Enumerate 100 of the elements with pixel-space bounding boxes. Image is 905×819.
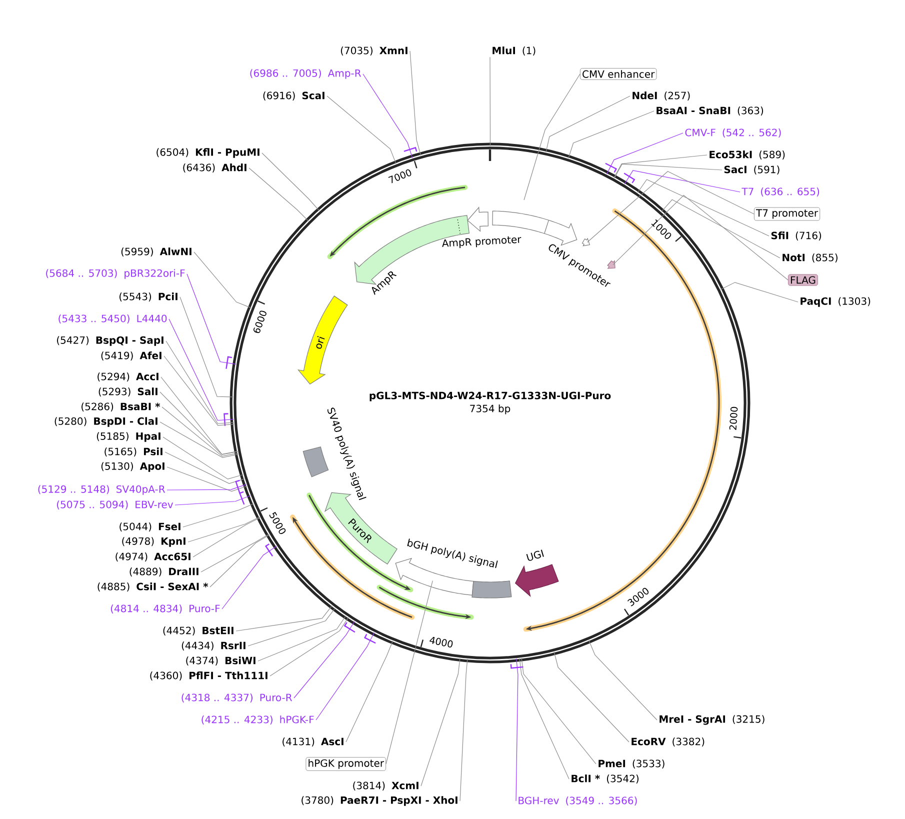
primer-label: (4318 .. 4337) Puro-R xyxy=(182,694,292,702)
site-label: (6436) AhdI xyxy=(183,164,246,172)
site-label: (6916) ScaI xyxy=(263,92,324,100)
leader-line xyxy=(521,658,596,764)
primer-label: (5684 .. 5703) pBR322ori-F xyxy=(46,269,185,279)
terminator-feature: bGH poly(A) signal xyxy=(407,538,512,598)
leader-line xyxy=(546,96,630,152)
primer-label: BGH-rev (3549 .. 3566) xyxy=(518,796,637,806)
leader-line xyxy=(186,274,236,364)
site-label: (4374) BsiWI xyxy=(186,656,256,666)
primer-label: (5433 .. 5450) L4440 xyxy=(58,314,167,324)
leader-line xyxy=(661,199,780,258)
tick-label: 7000 xyxy=(388,169,412,184)
site-label: (5427) BspQI - SapI xyxy=(57,336,164,346)
leader-line xyxy=(346,640,394,742)
leader-line xyxy=(460,658,468,802)
leader-line xyxy=(164,356,234,426)
feature-label: FLAG xyxy=(788,274,818,286)
site-label: (5165) PsiI xyxy=(104,448,162,456)
leader-line xyxy=(160,376,238,455)
primer-label: (4215 .. 4233) hPGK-F xyxy=(202,716,314,724)
primer-label: T7 (636 .. 655) xyxy=(742,188,820,196)
site-label: (5294) AccI xyxy=(98,372,158,382)
site-label: PaqCI (1303) xyxy=(800,297,870,307)
leader-line xyxy=(248,608,336,646)
origin-feature: ori xyxy=(298,296,348,384)
leader-line xyxy=(166,484,247,490)
promoter-feature: AmpR promoter xyxy=(442,206,522,248)
tick-label: 2000 xyxy=(729,406,738,430)
leader-line xyxy=(258,615,346,662)
leader-line xyxy=(614,164,722,178)
site-label: (5293) SalI xyxy=(98,388,158,396)
leader-line xyxy=(588,640,658,720)
site-label: (5959) AlwNI xyxy=(121,248,192,256)
site-label: (4978) KpnI xyxy=(122,537,186,547)
leader-line xyxy=(612,194,788,280)
site-label: (5185) HpaI xyxy=(96,432,160,442)
leader-line xyxy=(316,632,375,720)
site-label: (5286) BsaBI * xyxy=(82,402,160,412)
leader-line xyxy=(294,621,355,698)
node-label: AmpR promoter xyxy=(442,236,522,248)
site-label: (4452) BstEII xyxy=(163,626,234,636)
leader-line xyxy=(174,495,251,506)
site-label: (5044) FseI xyxy=(120,522,180,532)
site-label: BsaAI - SnaBI (363) xyxy=(656,106,764,116)
node-label: UGI xyxy=(526,550,544,561)
leader-line xyxy=(410,50,422,156)
site-label: Eco53kI (589) xyxy=(710,150,785,160)
leader-line xyxy=(166,340,234,424)
primer-label: (5075 .. 5094) EBV-rev xyxy=(57,500,174,510)
tick-label: 4000 xyxy=(430,636,453,648)
leader-line xyxy=(200,534,270,572)
leader-line xyxy=(362,74,413,158)
site-label: (4885) CsiI - SexAI * xyxy=(98,582,208,592)
site-label: (5280) BspDI - ClaI xyxy=(54,417,158,427)
leader-line xyxy=(326,96,396,164)
leader-line xyxy=(262,152,320,212)
leader-line xyxy=(162,436,244,480)
site-label: MreI - SgrAI (3215) xyxy=(660,715,764,725)
primer-label: (6986 .. 7005) Amp-R xyxy=(250,69,362,79)
leader-line xyxy=(160,422,238,458)
leader-line xyxy=(420,658,460,786)
leader-line xyxy=(524,74,580,200)
site-label: (6504) KflI - PpuMI xyxy=(156,148,260,158)
leader-line xyxy=(222,546,277,610)
site-label: SacI (591) xyxy=(724,166,780,174)
leader-line xyxy=(624,170,740,192)
leader-line xyxy=(160,392,238,455)
site-label: (4434) RsrII xyxy=(182,642,246,650)
leader-line xyxy=(614,154,708,178)
site-label: (5130) ApoI xyxy=(101,462,164,472)
gene-feature: UGI xyxy=(514,550,559,597)
site-label: (4974) Acc65I xyxy=(116,552,190,562)
leader-line xyxy=(637,179,770,236)
site-label: MluI (1) xyxy=(492,46,536,56)
tick-label: 6000 xyxy=(253,310,266,334)
site-label: NdeI (257) xyxy=(632,92,690,100)
site-label: (4889) DraIII xyxy=(130,568,198,576)
leader-line xyxy=(164,452,245,484)
leader-line xyxy=(386,580,433,764)
feature-label: T7 promoter xyxy=(754,207,820,221)
leader-line xyxy=(516,658,518,802)
site-label: (3780) PaeR7I - PspXI - XhoI xyxy=(302,796,458,806)
feature-label: CMV enhancer xyxy=(580,68,657,80)
leader-line xyxy=(182,503,254,528)
leader-line xyxy=(568,110,654,159)
site-label: BclI * (3542) xyxy=(572,774,638,784)
leader-line xyxy=(587,170,754,243)
leader-line xyxy=(236,605,332,632)
site-label: (4131) AscI xyxy=(282,738,344,746)
leader-line xyxy=(490,56,491,146)
leader-line xyxy=(162,406,238,457)
leader-line xyxy=(192,517,260,558)
primer-label: (4814 .. 4834) Puro-F xyxy=(110,604,220,614)
promoter-feature xyxy=(582,238,590,246)
site-label: (7035) XmnI xyxy=(340,46,408,56)
leader-line xyxy=(720,282,798,302)
site-label: (5543) PciI xyxy=(120,292,178,302)
site-label: NotI (855) xyxy=(782,254,838,262)
leader-line xyxy=(168,318,234,421)
